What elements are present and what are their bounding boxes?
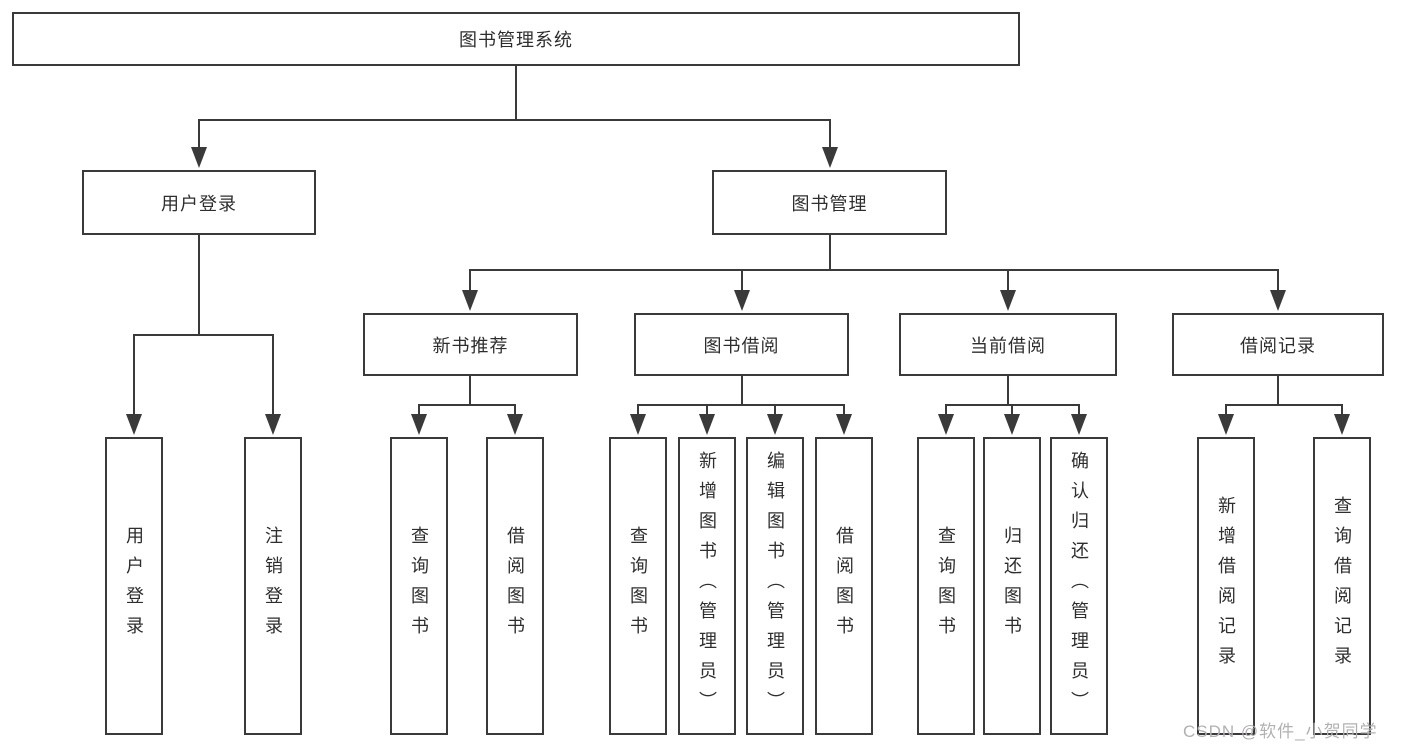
arrowhead-icon xyxy=(462,290,478,311)
arrowhead-icon xyxy=(126,414,142,435)
arrowhead-icon xyxy=(938,414,954,435)
arrowhead-icon xyxy=(411,414,427,435)
leaf-borrow-edit-books-admin: 编辑图书（管理员） xyxy=(746,437,804,735)
connector-records-to-leaves xyxy=(1225,376,1343,417)
arrowhead-icon xyxy=(1270,290,1286,311)
leaf-borrow-query-books: 查询图书 xyxy=(609,437,667,735)
node-user-login: 用户登录 xyxy=(82,170,316,235)
leaf-recommend-borrow-books: 借阅图书 xyxy=(486,437,544,735)
connector-borrow-to-leaves xyxy=(637,376,845,417)
arrowhead-icon xyxy=(1334,414,1350,435)
connector-bookmgmt-to-level3 xyxy=(469,235,1279,292)
arrowheads xyxy=(126,147,1350,435)
connector-root-to-level2 xyxy=(198,66,831,150)
leaf-records-query-record: 查询借阅记录 xyxy=(1313,437,1371,735)
node-book-borrow: 图书借阅 xyxy=(634,313,849,376)
leaf-borrow-borrow-books: 借阅图书 xyxy=(815,437,873,735)
arrowhead-icon xyxy=(822,147,838,168)
leaf-user-login: 用户登录 xyxy=(105,437,163,735)
arrowhead-icon xyxy=(734,290,750,311)
node-book-management: 图书管理 xyxy=(712,170,947,235)
leaf-current-query-books: 查询图书 xyxy=(917,437,975,735)
arrowhead-icon xyxy=(1004,414,1020,435)
leaf-recommend-query-books: 查询图书 xyxy=(390,437,448,735)
arrowhead-icon xyxy=(699,414,715,435)
node-root-library-system: 图书管理系统 xyxy=(12,12,1020,66)
node-borrow-records: 借阅记录 xyxy=(1172,313,1384,376)
connector-login-to-leaves xyxy=(133,235,274,417)
arrowhead-icon xyxy=(767,414,783,435)
arrowhead-icon xyxy=(1218,414,1234,435)
arrowhead-icon xyxy=(507,414,523,435)
arrowhead-icon xyxy=(1071,414,1087,435)
node-new-book-recommend: 新书推荐 xyxy=(363,313,578,376)
arrowhead-icon xyxy=(191,147,207,168)
arrowhead-icon xyxy=(836,414,852,435)
connector-recommend-to-leaves xyxy=(418,376,516,417)
leaf-records-add-record: 新增借阅记录 xyxy=(1197,437,1255,735)
leaf-borrow-add-books-admin: 新增图书（管理员） xyxy=(678,437,736,735)
arrowhead-icon xyxy=(1000,290,1016,311)
arrowhead-icon xyxy=(265,414,281,435)
arrowhead-icon xyxy=(630,414,646,435)
connector-current-to-leaves xyxy=(945,376,1080,417)
csdn-watermark: CSDN @软件_小贺同学 xyxy=(1183,722,1378,741)
leaf-logout: 注销登录 xyxy=(244,437,302,735)
leaf-current-confirm-return-admin: 确认归还（管理员） xyxy=(1050,437,1108,735)
node-current-borrow: 当前借阅 xyxy=(899,313,1117,376)
leaf-current-return-books: 归还图书 xyxy=(983,437,1041,735)
